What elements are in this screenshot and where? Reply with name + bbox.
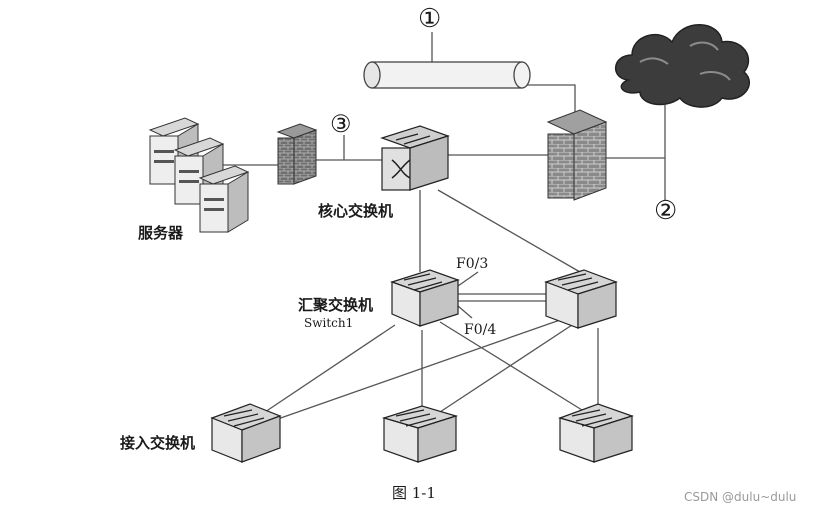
switch-icon — [380, 125, 450, 191]
link-f04-leader — [457, 305, 473, 319]
label-port-f03: F0/3 — [456, 256, 489, 272]
watermark: CSDN @dulu~dulu — [684, 490, 797, 504]
server-icon — [198, 165, 250, 233]
link-agg1-access3 — [439, 321, 583, 411]
switch-icon — [544, 269, 618, 329]
link-agg2-access1 — [274, 319, 561, 421]
switch-icon — [381, 405, 459, 463]
switch-icon — [558, 403, 634, 463]
link-agg1-access1 — [264, 324, 396, 413]
server-icon-group — [148, 117, 250, 233]
link-f03-leader — [457, 271, 479, 287]
cylinder-icon — [363, 61, 531, 89]
switch-icon — [210, 403, 282, 463]
cloud-icon — [615, 24, 750, 108]
label-access-switch: 接入交换机 — [120, 434, 196, 452]
label-aggregation-switch: 汇聚交换机 — [298, 296, 374, 314]
marker-1: ① — [418, 4, 442, 34]
firewall-icon — [276, 123, 318, 185]
connections — [215, 32, 666, 421]
link-core-agg2 — [437, 189, 581, 273]
firewall-icon — [546, 109, 608, 201]
label-port-f04: F0/4 — [464, 322, 497, 338]
marker-3: ③ — [330, 110, 352, 138]
marker-2: ② — [654, 196, 678, 226]
label-servers: 服务器 — [138, 224, 184, 242]
label-switch1: Switch1 — [304, 316, 354, 330]
link-agg2-access2 — [439, 324, 573, 413]
figure-caption: 图 1-1 — [392, 484, 436, 502]
switch-icon — [390, 269, 460, 327]
label-core-switch: 核心交换机 — [318, 202, 394, 220]
link-tunnel-firewall — [520, 84, 576, 115]
